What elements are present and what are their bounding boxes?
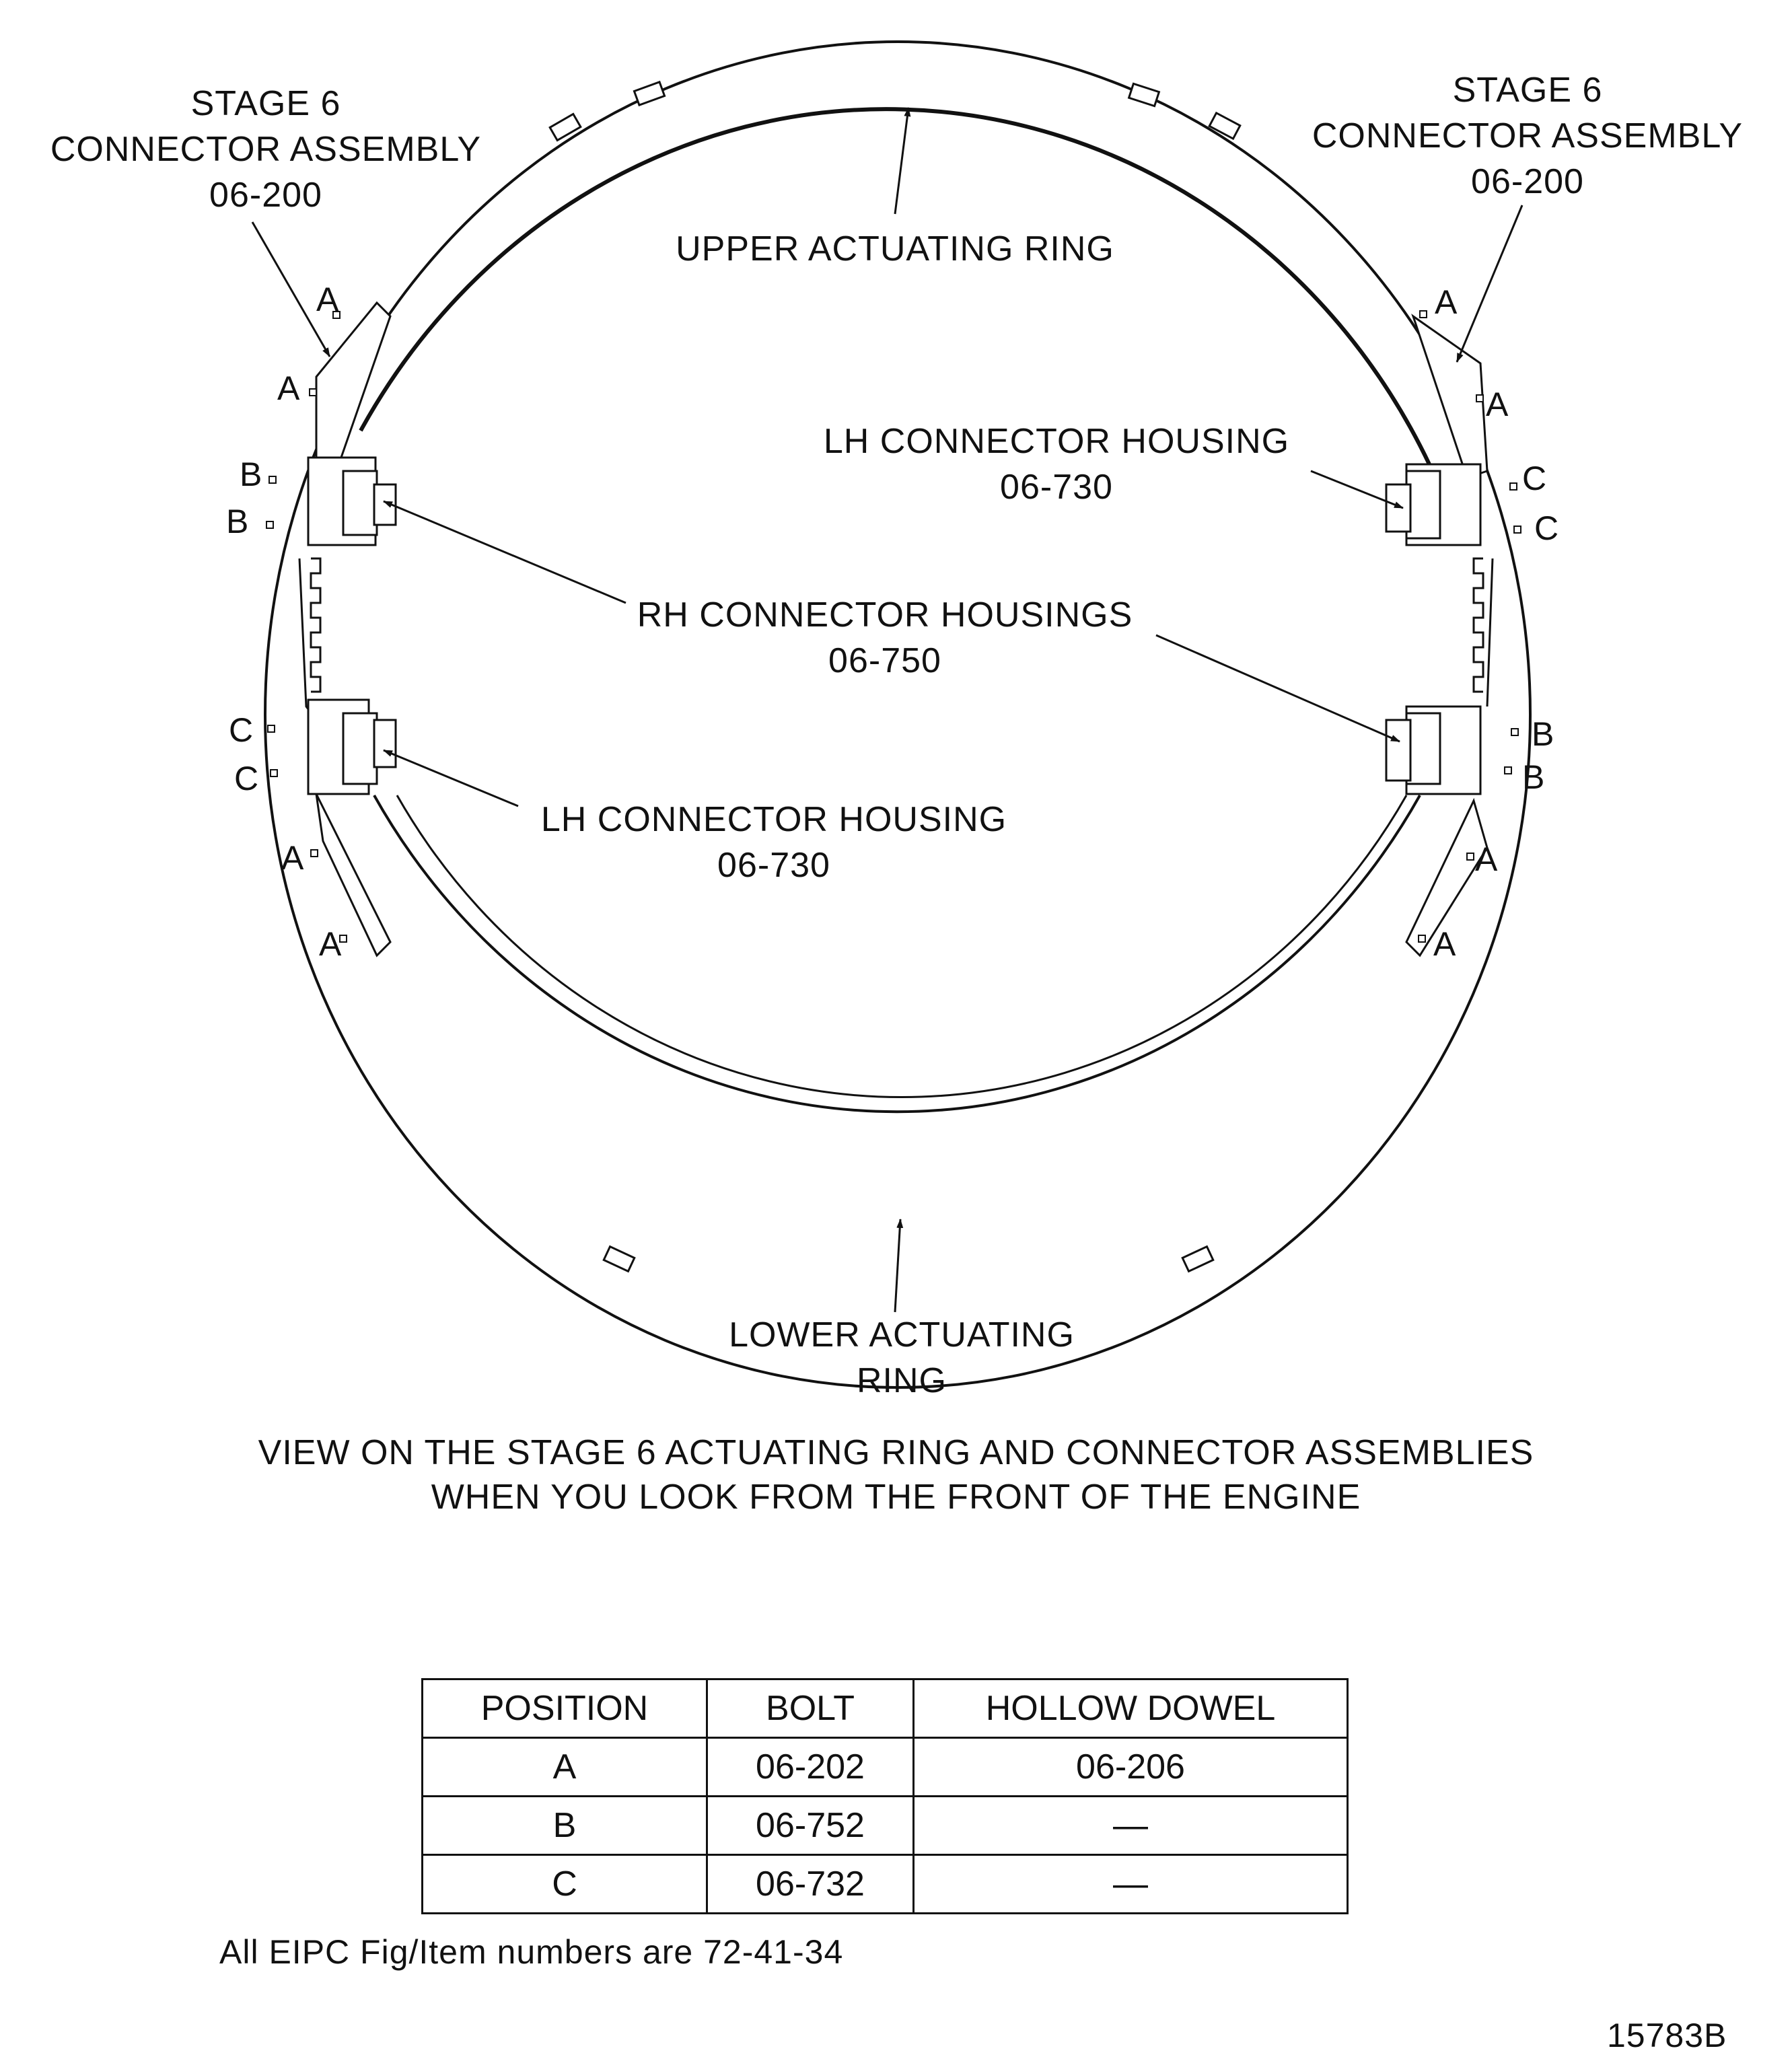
label-lh-housing-bottom: LH CONNECTOR HOUSING 06-730	[518, 797, 1030, 888]
table-header-row: POSITION BOLT HOLLOW DOWEL	[421, 1678, 1349, 1739]
table-cell: 06-206	[912, 1737, 1349, 1797]
marker-left-6: C	[234, 760, 259, 797]
table-cell: —	[912, 1854, 1349, 1914]
label-stage6-left-line3: 06-200	[209, 176, 322, 215]
table-header-position: POSITION	[421, 1678, 708, 1739]
marker-left-5: C	[229, 711, 254, 749]
marker-left-1: A	[316, 281, 339, 318]
label-lower-ring: LOWER ACTUATING RING	[693, 1312, 1110, 1404]
label-lh-housing-top-line2: 06-730	[1000, 468, 1113, 507]
table-cell: B	[421, 1795, 708, 1856]
label-lh-housing-bottom-line1: LH CONNECTOR HOUSING	[540, 800, 1007, 839]
marker-right-4: C	[1534, 509, 1559, 547]
marker-left-3: B	[240, 456, 262, 493]
figure-caption-line2: WHEN YOU LOOK FROM THE FRONT OF THE ENGI…	[431, 1478, 1361, 1517]
marker-right-7: A	[1475, 840, 1498, 878]
label-stage6-right-line1: STAGE 6	[1452, 71, 1603, 110]
ring-lugs	[548, 80, 1242, 1273]
label-stage6-left: STAGE 6 CONNECTOR ASSEMBLY 06-200	[27, 81, 505, 218]
table-cell: C	[421, 1854, 708, 1914]
table-cell: A	[421, 1737, 708, 1797]
label-rh-housings-line2: 06-750	[828, 641, 941, 680]
figure-caption-line1: VIEW ON THE STAGE 6 ACTUATING RING AND C…	[258, 1433, 1534, 1472]
marker-right-8: A	[1433, 925, 1456, 963]
left-connector-assembly	[298, 301, 397, 957]
marker-right-3: C	[1522, 460, 1547, 497]
table-cell: —	[912, 1795, 1349, 1856]
table-cell: 06-732	[706, 1854, 915, 1914]
right-crenellations	[1472, 557, 1484, 693]
right-connector-assembly	[1385, 314, 1494, 957]
marker-boxes	[266, 310, 1521, 943]
label-stage6-left-line2: CONNECTOR ASSEMBLY	[50, 130, 482, 169]
label-lower-ring-line2: RING	[857, 1361, 947, 1400]
table-cell: 06-752	[706, 1795, 915, 1856]
figure-number: 15783B	[1607, 2017, 1727, 2054]
marker-right-6: B	[1522, 758, 1545, 796]
marker-left-4: B	[226, 503, 249, 540]
marker-right-1: A	[1435, 283, 1458, 321]
label-lh-housing-top: LH CONNECTOR HOUSING 06-730	[801, 419, 1312, 510]
marker-left-2: A	[277, 369, 300, 407]
table-header-bolt: BOLT	[706, 1678, 915, 1739]
left-crenellations	[310, 557, 322, 693]
label-lower-ring-line1: LOWER ACTUATING	[729, 1315, 1075, 1354]
marker-right-2: A	[1486, 386, 1509, 423]
leader-lines	[251, 107, 1524, 1313]
label-upper-ring: UPPER ACTUATING RING	[676, 229, 1114, 268]
label-stage6-right-line3: 06-200	[1471, 162, 1584, 201]
table-header-hollow-dowel: HOLLOW DOWEL	[912, 1678, 1349, 1739]
eipc-note: All EIPC Fig/Item numbers are 72-41-34	[219, 1933, 844, 1971]
parts-table: POSITION BOLT HOLLOW DOWEL A 06-202 06-2…	[421, 1678, 1349, 1914]
label-rh-housings-line1: RH CONNECTOR HOUSINGS	[637, 595, 1133, 635]
label-stage6-left-line1: STAGE 6	[190, 84, 341, 123]
upper-actuating-ring	[359, 107, 1431, 466]
label-lh-housing-bottom-line2: 06-730	[717, 846, 830, 885]
marker-right-5: B	[1532, 715, 1554, 753]
table-row: A 06-202 06-206	[421, 1737, 1349, 1797]
table-cell: 06-202	[706, 1737, 915, 1797]
marker-left-7: A	[281, 839, 304, 877]
lower-ring-inner-line	[396, 795, 1408, 1099]
ring-outer	[264, 40, 1532, 1389]
actuating-ring-diagram	[251, 40, 1532, 1389]
label-stage6-right-line2: CONNECTOR ASSEMBLY	[1312, 116, 1744, 155]
lower-actuating-ring	[373, 795, 1421, 1114]
label-lh-housing-top-line1: LH CONNECTOR HOUSING	[823, 422, 1290, 461]
marker-left-8: A	[319, 925, 342, 963]
figure-caption: VIEW ON THE STAGE 6 ACTUATING RING AND C…	[0, 1431, 1792, 1519]
label-stage6-right: STAGE 6 CONNECTOR ASSEMBLY 06-200	[1292, 67, 1763, 205]
table-row: B 06-752 —	[421, 1795, 1349, 1856]
table-row: C 06-732 —	[421, 1854, 1349, 1914]
label-rh-housings: RH CONNECTOR HOUSINGS 06-750	[619, 592, 1151, 684]
